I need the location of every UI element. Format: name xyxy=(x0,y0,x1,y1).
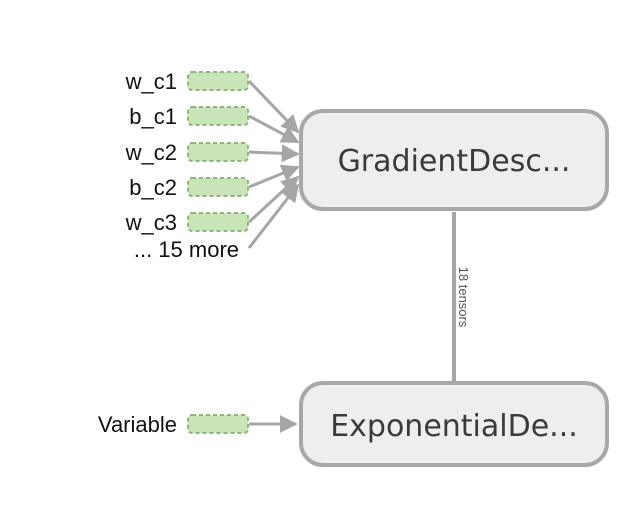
input-edges xyxy=(247,79,300,249)
edge-b-c2 xyxy=(248,164,300,189)
input-label-b-c1: b_c1 xyxy=(129,104,177,129)
input-label-b-c2: b_c2 xyxy=(129,175,177,200)
input-label-w-c3: w_c3 xyxy=(125,210,177,235)
edge-w-c2 xyxy=(248,144,300,163)
exponential-decay-label: ExponentialDe... xyxy=(330,409,578,444)
exponential-decay-node[interactable]: ExponentialDe... xyxy=(299,381,609,467)
edge-w-c1 xyxy=(247,79,300,134)
input-label-w-c1: w_c1 xyxy=(125,69,177,94)
var-node-b-c2[interactable] xyxy=(187,177,249,197)
edge-more xyxy=(247,183,300,249)
input-label-w-c2: w_c2 xyxy=(125,140,177,165)
variable-label: Variable xyxy=(98,412,177,437)
gradient-descent-node[interactable]: GradientDesc... xyxy=(299,109,609,211)
gradient-descent-box[interactable] xyxy=(299,109,609,211)
var-node-b-c1[interactable] xyxy=(187,106,249,126)
edge-b-c1 xyxy=(248,114,300,144)
input-nodes xyxy=(187,71,249,434)
gradient-descent-label: GradientDesc... xyxy=(338,144,571,179)
edge-label: 18 tensors xyxy=(456,267,471,328)
var-node-w-c2[interactable] xyxy=(187,142,249,162)
var-node-variable[interactable] xyxy=(187,414,249,434)
var-node-w-c1[interactable] xyxy=(187,71,249,91)
more-inputs-label[interactable]: ... 15 more xyxy=(134,237,239,262)
exponential-decay-box[interactable] xyxy=(299,381,609,467)
input-labels: w_c1 b_c1 w_c2 b_c2 w_c3 ... 15 more Var… xyxy=(98,69,239,437)
var-node-w-c3[interactable] xyxy=(187,212,249,232)
